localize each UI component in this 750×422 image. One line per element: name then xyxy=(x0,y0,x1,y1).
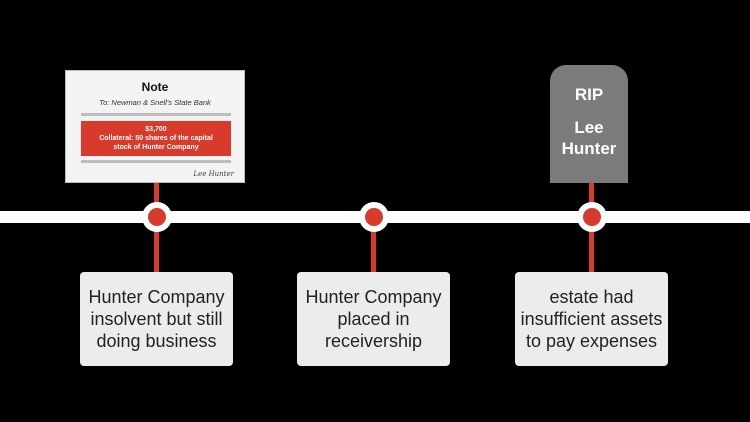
event-1-line-3: doing business xyxy=(96,331,217,351)
event-1-line-2: insolvent but still xyxy=(90,309,223,329)
note-divider-bottom xyxy=(81,160,231,163)
note-amount: $3,700 xyxy=(145,126,167,133)
tombstone: RIP Lee Hunter xyxy=(550,65,628,183)
note-collateral-line2: stock of Hunter Company xyxy=(113,144,199,151)
event-box-3: estate had insufficient assets to pay ex… xyxy=(515,272,668,366)
node-dot xyxy=(148,208,166,226)
tombstone-name: Lee Hunter xyxy=(550,117,628,159)
note-signature: Lee Hunter xyxy=(193,170,234,178)
event-3-line-2: insufficient assets xyxy=(520,309,663,329)
timeline-node-2 xyxy=(359,202,389,232)
event-box-1: Hunter Company insolvent but still doing… xyxy=(80,272,233,366)
event-3-line-3: to pay expenses xyxy=(525,331,658,351)
tombstone-name-first: Lee xyxy=(574,118,604,137)
note-title: Note xyxy=(141,80,169,94)
node-dot xyxy=(583,208,601,226)
tombstone-rip: RIP xyxy=(574,85,604,104)
event-box-2: Hunter Company placed in receivership xyxy=(297,272,450,366)
tombstone-name-last: Hunter xyxy=(561,139,617,158)
event-2-line-1: Hunter Company xyxy=(305,287,442,307)
event-2-line-3: receivership xyxy=(324,331,423,351)
event-1-line-1: Hunter Company xyxy=(88,287,225,307)
timeline-node-1 xyxy=(142,202,172,232)
note-collateral-line1: Collateral: 50 shares of the capital xyxy=(99,135,213,142)
node-dot xyxy=(365,208,383,226)
note-recipient: To: Newman & Snell's State Bank xyxy=(99,98,211,107)
event-2-line-2: placed in xyxy=(337,309,410,329)
timeline-node-3 xyxy=(577,202,607,232)
note-collateral-block: $3,700 Collateral: 50 shares of the capi… xyxy=(81,121,231,156)
event-2-connector xyxy=(371,217,376,273)
event-3-line-1: estate had xyxy=(549,287,634,307)
note-divider-top xyxy=(81,113,231,116)
promissory-note-card: Note To: Newman & Snell's State Bank $3,… xyxy=(65,70,245,183)
